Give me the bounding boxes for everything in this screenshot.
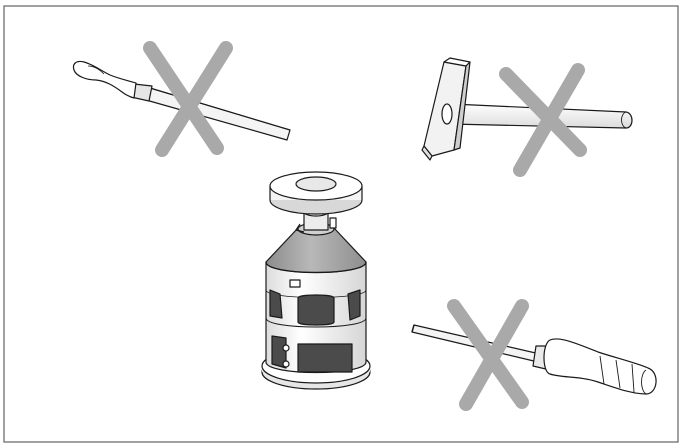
grinder-device-icon <box>261 171 371 390</box>
spatula-cross-icon <box>143 41 233 157</box>
screwdriver-cross-icon <box>447 299 529 411</box>
hammer-cross-icon <box>499 63 587 177</box>
hammer-icon <box>421 57 633 161</box>
